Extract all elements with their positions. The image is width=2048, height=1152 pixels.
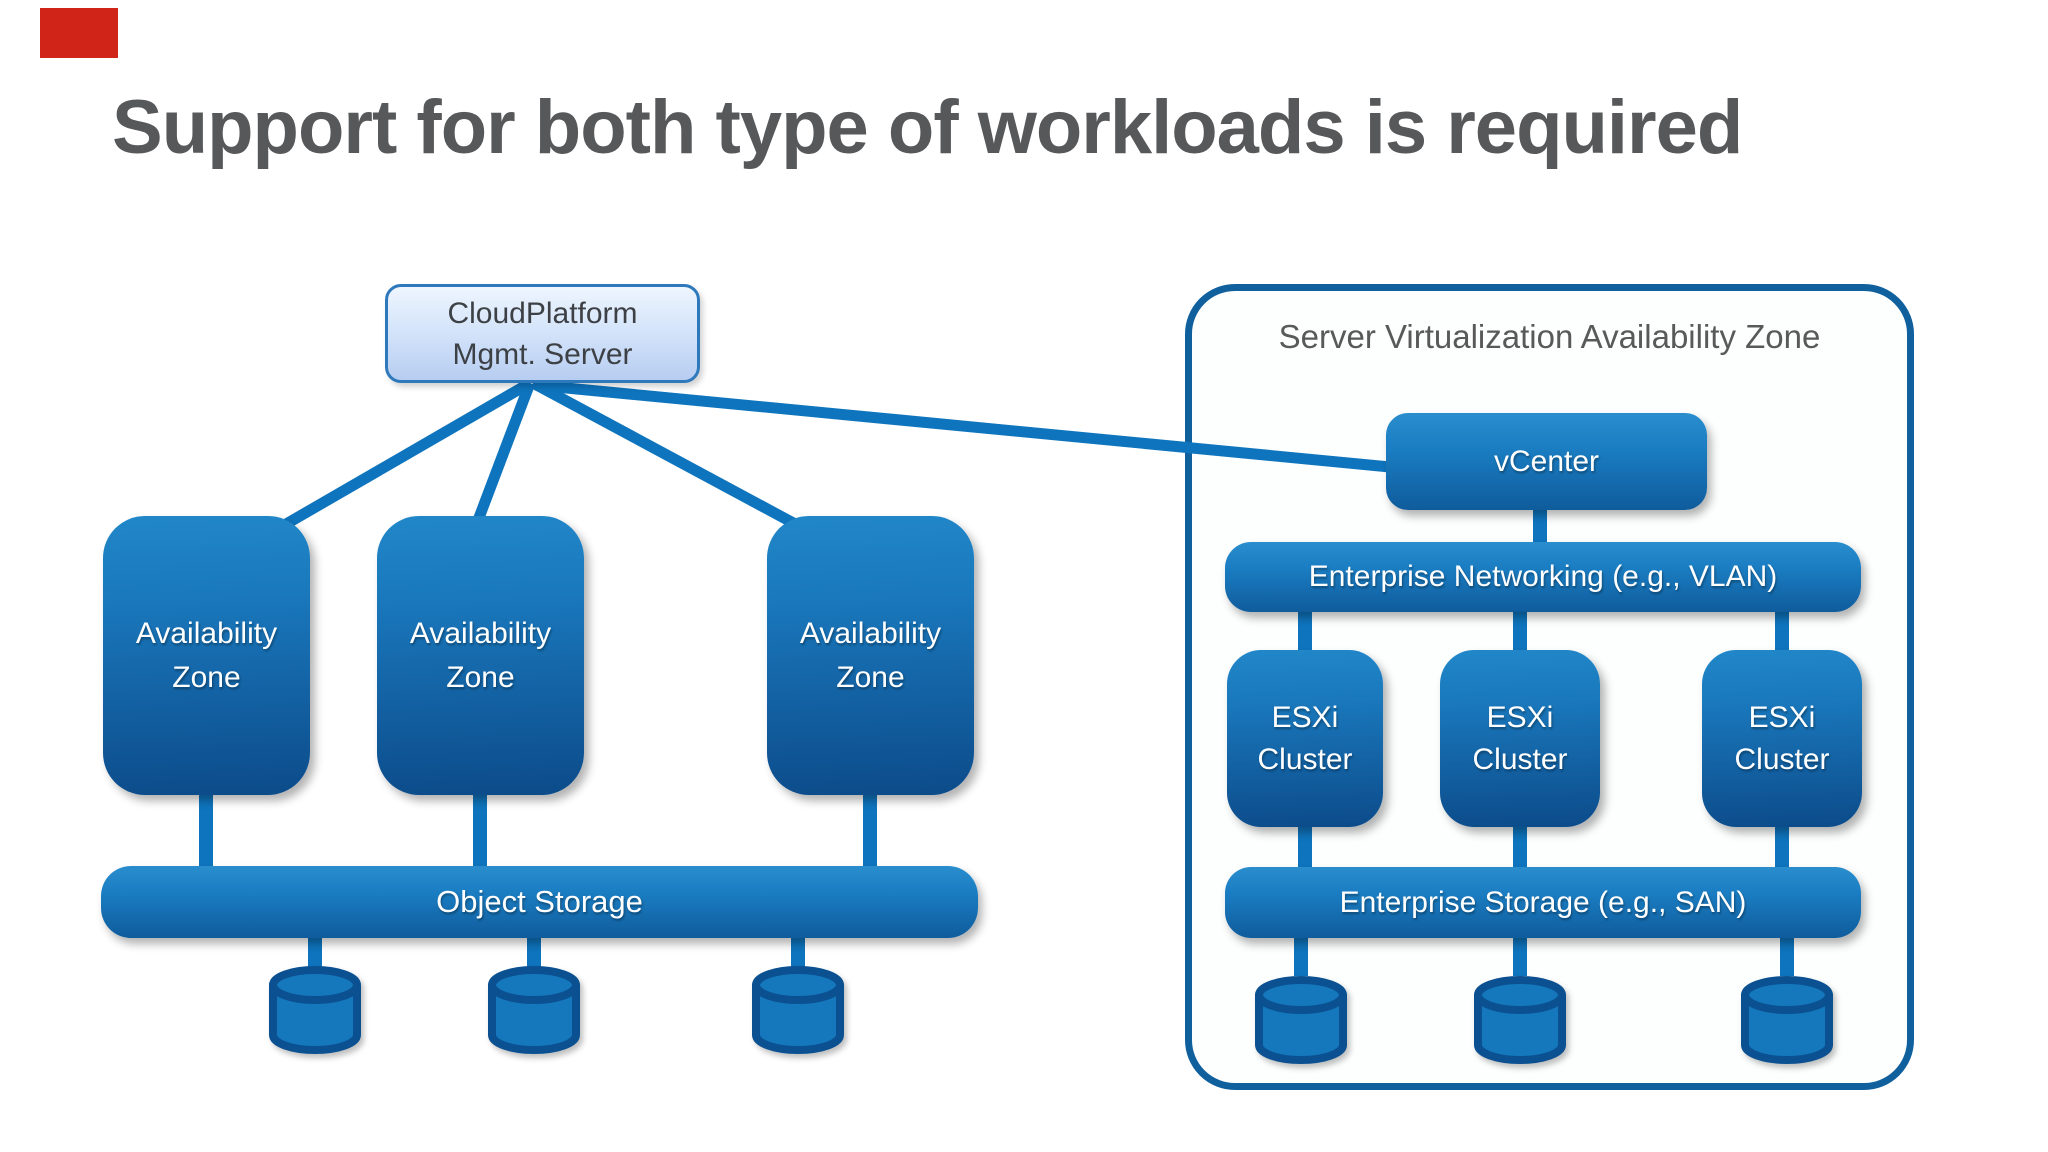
object-storage-bar: Object Storage [101,866,978,938]
cloudplatform-mgmt-server-box: CloudPlatform Mgmt. Server [385,284,700,383]
mgmt-server-label-line2: Mgmt. Server [452,337,633,371]
esxi-cluster-box-1: ESXi Cluster [1227,650,1383,827]
enterprise-networking-bar: Enterprise Networking (e.g., VLAN) [1225,542,1861,612]
connector-networking-esxi3 [1775,610,1789,652]
line-mgmt-to-az3 [530,378,800,530]
line-mgmt-to-vcenter [534,379,1391,473]
availability-zone-box-1: Availability Zone [103,516,310,795]
enterprise-storage-label: Enterprise Storage (e.g., SAN) [1339,885,1747,919]
enterprise-networking-label: Enterprise Networking (e.g., VLAN) [1308,560,1778,593]
connector-esxi1-storage [1298,825,1312,869]
connector-networking-esxi2 [1513,610,1527,652]
storage-cylinder-icon [752,966,844,1054]
storage-cylinder-icon [269,966,361,1054]
esxi-cluster-label: ESXi Cluster [1734,700,1830,776]
enterprise-storage-bar: Enterprise Storage (e.g., SAN) [1225,867,1861,938]
connector-az1-storage [199,793,213,868]
esxi-cluster-box-2: ESXi Cluster [1440,650,1600,827]
connector-az3-storage [863,793,877,868]
esxi-cluster-label: ESXi Cluster [1472,700,1568,776]
connector-storage-cyl4 [1294,936,1308,976]
virtualization-zone-label: Server Virtualization Availability Zone [1278,318,1821,355]
availability-zone-label: Availability Zone [799,616,942,694]
esxi-cluster-box-3: ESXi Cluster [1702,650,1862,827]
vcenter-label: vCenter [1493,444,1600,478]
availability-zone-box-3: Availability Zone [767,516,974,795]
object-storage-label: Object Storage [436,884,643,919]
connector-storage-cyl5 [1513,936,1527,976]
connector-vcenter-networking [1533,508,1547,544]
red-marker [40,8,118,58]
connector-az2-storage [473,793,487,868]
availability-zone-box-2: Availability Zone [377,516,584,795]
vcenter-box: vCenter [1386,413,1707,510]
connector-storage-cyl3 [791,936,805,968]
connector-esxi3-storage [1775,825,1789,869]
slide-title: Support for both type of workloads is re… [112,85,1743,170]
line-mgmt-to-az1 [278,378,533,532]
availability-zone-label: Availability Zone [409,616,552,694]
storage-cylinder-icon [1741,976,1833,1064]
connector-storage-cyl6 [1780,936,1794,976]
connector-storage-cyl2 [527,936,541,968]
connector-storage-cyl1 [308,936,322,968]
availability-zone-label: Availability Zone [135,616,278,694]
connector-networking-esxi1 [1298,610,1312,652]
connector-esxi2-storage [1513,825,1527,869]
storage-cylinder-icon [1474,976,1566,1064]
line-mgmt-to-az2 [471,381,536,525]
storage-cylinder-icon [1255,976,1347,1064]
storage-cylinder-icon [488,966,580,1054]
mgmt-server-label-line1: CloudPlatform [447,296,638,330]
esxi-cluster-label: ESXi Cluster [1257,700,1353,776]
